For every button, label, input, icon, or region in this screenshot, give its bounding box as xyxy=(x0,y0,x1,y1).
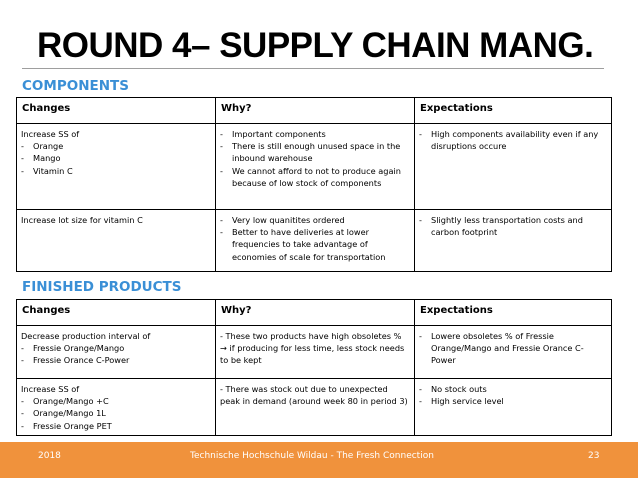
why-text: - There was stock out due to unexpected … xyxy=(220,384,408,407)
expectations-cell: -No stock outs -High service level xyxy=(414,378,612,436)
expectations-cell: -Lowere obsoletes % of Fressie Orange/Ma… xyxy=(414,325,612,379)
page-title: ROUND 4– SUPPLY CHAIN MANG. xyxy=(37,26,594,65)
list-item: -High components availability even if an… xyxy=(419,129,599,152)
changes-cell: Increase SS of -Orange -Mango -Vitamin C xyxy=(16,123,216,210)
column-header-changes: Changes xyxy=(16,97,216,124)
list-item: -There is still enough unused space in t… xyxy=(220,141,401,164)
expectations-cell: -High components availability even if an… xyxy=(414,123,612,210)
list-item: -Mango xyxy=(21,153,61,164)
list-item: -Orange/Mango +C xyxy=(21,396,109,407)
expectations-cell: -Slightly less transportation costs and … xyxy=(414,209,612,272)
list-item: -We cannot afford to not to produce agai… xyxy=(220,165,401,188)
why-cell: - These two products have high obsoletes… xyxy=(215,325,415,379)
list-item: -No stock outs xyxy=(419,384,487,394)
page-number: 23 xyxy=(588,451,600,461)
table-header-row: Changes Why? Expectations xyxy=(16,299,612,326)
column-header-why: Why? xyxy=(215,97,415,124)
changes-cell: Decrease production interval of -Fressie… xyxy=(16,325,216,379)
table-header-row: Changes Why? Expectations xyxy=(16,97,612,124)
column-header-expectations: Expectations xyxy=(414,97,612,124)
list-item: -Vitamin C xyxy=(21,165,73,176)
why-cell: -Very low quanitites ordered -Better to … xyxy=(215,209,415,272)
why-cell: - There was stock out due to unexpected … xyxy=(215,378,415,436)
column-header-why: Why? xyxy=(215,299,415,326)
change-title: Decrease production interval of xyxy=(21,331,151,341)
components-table: Changes Why? Expectations Increase SS of… xyxy=(16,97,612,272)
column-header-changes: Changes xyxy=(16,299,216,326)
list-item: -Orange xyxy=(21,141,64,152)
list-item: -Fressie Orange/Mango xyxy=(21,343,125,354)
footer-year: 2018 xyxy=(38,451,61,461)
table-row: Increase lot size for vitamin C -Very lo… xyxy=(16,209,612,272)
list-item: -Fressie Orange PET xyxy=(21,420,112,431)
list-item: -Very low quanitites ordered xyxy=(220,215,345,225)
list-item: -Important components xyxy=(220,129,326,139)
finished-products-table: Changes Why? Expectations Decrease produ… xyxy=(16,299,612,436)
list-item: -Better to have deliveries at lower freq… xyxy=(220,227,386,262)
list-item: -Orange/Mango 1L xyxy=(21,408,106,419)
finished-products-heading: FINISHED PRODUCTS xyxy=(22,279,182,295)
table-row: Increase SS of -Orange/Mango +C -Orange/… xyxy=(16,378,612,436)
column-header-expectations: Expectations xyxy=(414,299,612,326)
changes-cell: Increase SS of -Orange/Mango +C -Orange/… xyxy=(16,378,216,436)
footer-organization: Technische Hochschule Wildau - The Fresh… xyxy=(190,451,434,461)
change-title: Increase lot size for vitamin C xyxy=(21,215,143,225)
footer-bar: 2018 Technische Hochschule Wildau - The … xyxy=(0,442,638,478)
title-divider xyxy=(22,68,604,69)
changes-cell: Increase lot size for vitamin C xyxy=(16,209,216,272)
why-text: - These two products have high obsoletes… xyxy=(220,331,405,366)
table-row: Increase SS of -Orange -Mango -Vitamin C… xyxy=(16,123,612,210)
list-item: -High service level xyxy=(419,396,504,407)
list-item: -Fressie Orance C-Power xyxy=(21,355,130,366)
why-cell: -Important components -There is still en… xyxy=(215,123,415,210)
table-row: Decrease production interval of -Fressie… xyxy=(16,325,612,379)
list-item: -Lowere obsoletes % of Fressie Orange/Ma… xyxy=(419,331,584,366)
components-heading: COMPONENTS xyxy=(22,78,129,94)
list-item: -Slightly less transportation costs and … xyxy=(419,215,583,238)
change-title: Increase SS of xyxy=(21,384,80,394)
change-title: Increase SS of xyxy=(21,129,80,139)
